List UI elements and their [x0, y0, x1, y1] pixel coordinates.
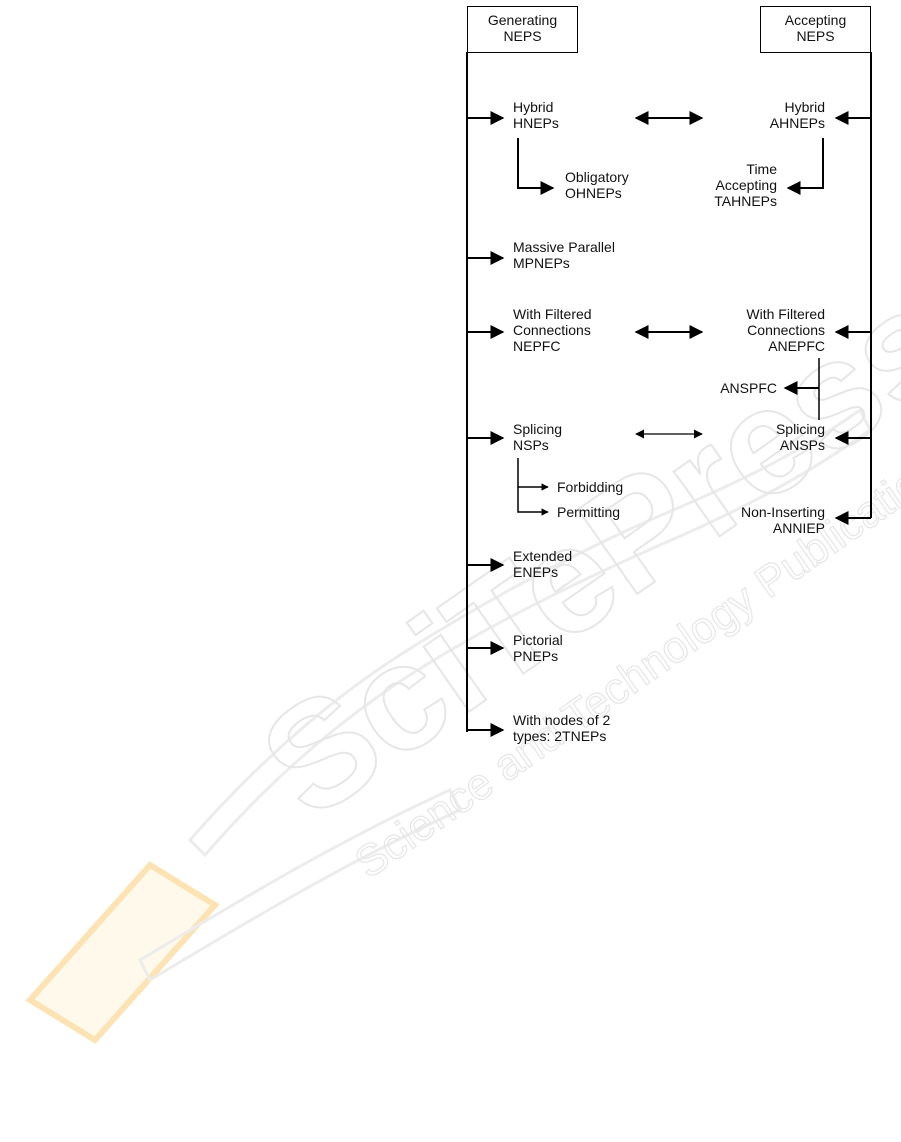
node-anepfc-line1: With Filtered [746, 306, 825, 322]
node-2tnep-line2: types: 2TNEPs [513, 728, 607, 744]
accepting-header-label: Accepting NEPS [761, 12, 870, 44]
generating-header-label: Generating NEPS [468, 12, 577, 44]
generating-header-line2: NEPS [503, 28, 542, 44]
generating-header-line1: Generating [487, 12, 558, 28]
node-anepfc-line3: ANEPFC [768, 338, 825, 354]
node-ansp-line2: ANSPs [779, 437, 825, 453]
node-ahnep: Hybrid AHNEPs [770, 99, 825, 131]
node-tahnep-line1: Time [746, 161, 777, 177]
node-nepfc-line3: NEPFC [513, 338, 561, 354]
accepting-header-line1: Accepting [784, 12, 847, 28]
generating-header-box: Generating NEPS [467, 6, 578, 53]
node-nsp: Splicing NSPs [513, 421, 562, 453]
node-permitting: Permitting [557, 504, 621, 520]
arrow-hnep-to-ohnep [517, 138, 555, 195]
node-tahnep-line3: TAHNEPs [714, 193, 777, 209]
node-ohnep-line2: OHNEPs [565, 185, 622, 201]
node-enep: Extended ENEPs [513, 548, 572, 580]
node-hnep-line1: Hybrid [513, 99, 554, 115]
node-tahnep: Time Accepting TAHNEPs [714, 161, 777, 209]
node-nepfc: With Filtered Connections NEPFC [513, 306, 592, 354]
node-2tnep: With nodes of 2 types: 2TNEPs [513, 712, 610, 744]
node-pnep-line1: Pictorial [513, 632, 563, 648]
node-nepfc-line1: With Filtered [513, 306, 592, 322]
node-anspfc: ANSPFC [720, 380, 777, 396]
node-anepfc: With Filtered Connections ANEPFC [746, 306, 825, 354]
node-anniep: Non-Inserting ANNIEP [741, 504, 825, 536]
node-enep-line2: ENEPs [513, 564, 559, 580]
node-ohnep-line1: Obligatory [565, 169, 629, 185]
node-tahnep-line2: Accepting [715, 177, 777, 193]
accepting-header-box: Accepting NEPS [760, 6, 871, 53]
node-enep-line1: Extended [513, 548, 573, 564]
node-ansp: Splicing ANSPs [776, 421, 825, 453]
node-pnep: Pictorial PNEPs [513, 632, 563, 664]
node-nsp-line1: Splicing [513, 421, 563, 437]
branch-forbidding [517, 458, 549, 491]
node-ahnep-line1: Hybrid [784, 99, 825, 115]
node-anepfc-line2: Connections [747, 322, 825, 338]
arrow-ahnep-to-tahnep [786, 138, 824, 195]
node-mpnep: Massive Parallel MPNEPs [513, 239, 615, 271]
node-hnep: Hybrid HNEPs [513, 99, 559, 131]
node-hnep-line2: HNEPs [513, 115, 559, 131]
node-mpnep-line1: Massive Parallel [513, 239, 615, 255]
accepting-header-line2: NEPS [796, 28, 835, 44]
node-forbidding: Forbidding [557, 479, 624, 495]
node-anniep-line2: ANNIEP [772, 520, 825, 536]
node-anniep-line1: Non-Inserting [740, 504, 825, 520]
node-ahnep-line2: AHNEPs [769, 115, 825, 131]
node-ansp-line1: Splicing [775, 421, 825, 437]
node-nepfc-line2: Connections [513, 322, 591, 338]
node-ohnep: Obligatory OHNEPs [565, 169, 629, 201]
node-2tnep-line1: With nodes of 2 [513, 712, 611, 728]
node-mpnep-line2: MPNEPs [513, 255, 570, 271]
branch-permitting [517, 487, 549, 516]
node-nsp-line2: NSPs [513, 437, 549, 453]
node-pnep-line2: PNEPs [513, 648, 559, 664]
